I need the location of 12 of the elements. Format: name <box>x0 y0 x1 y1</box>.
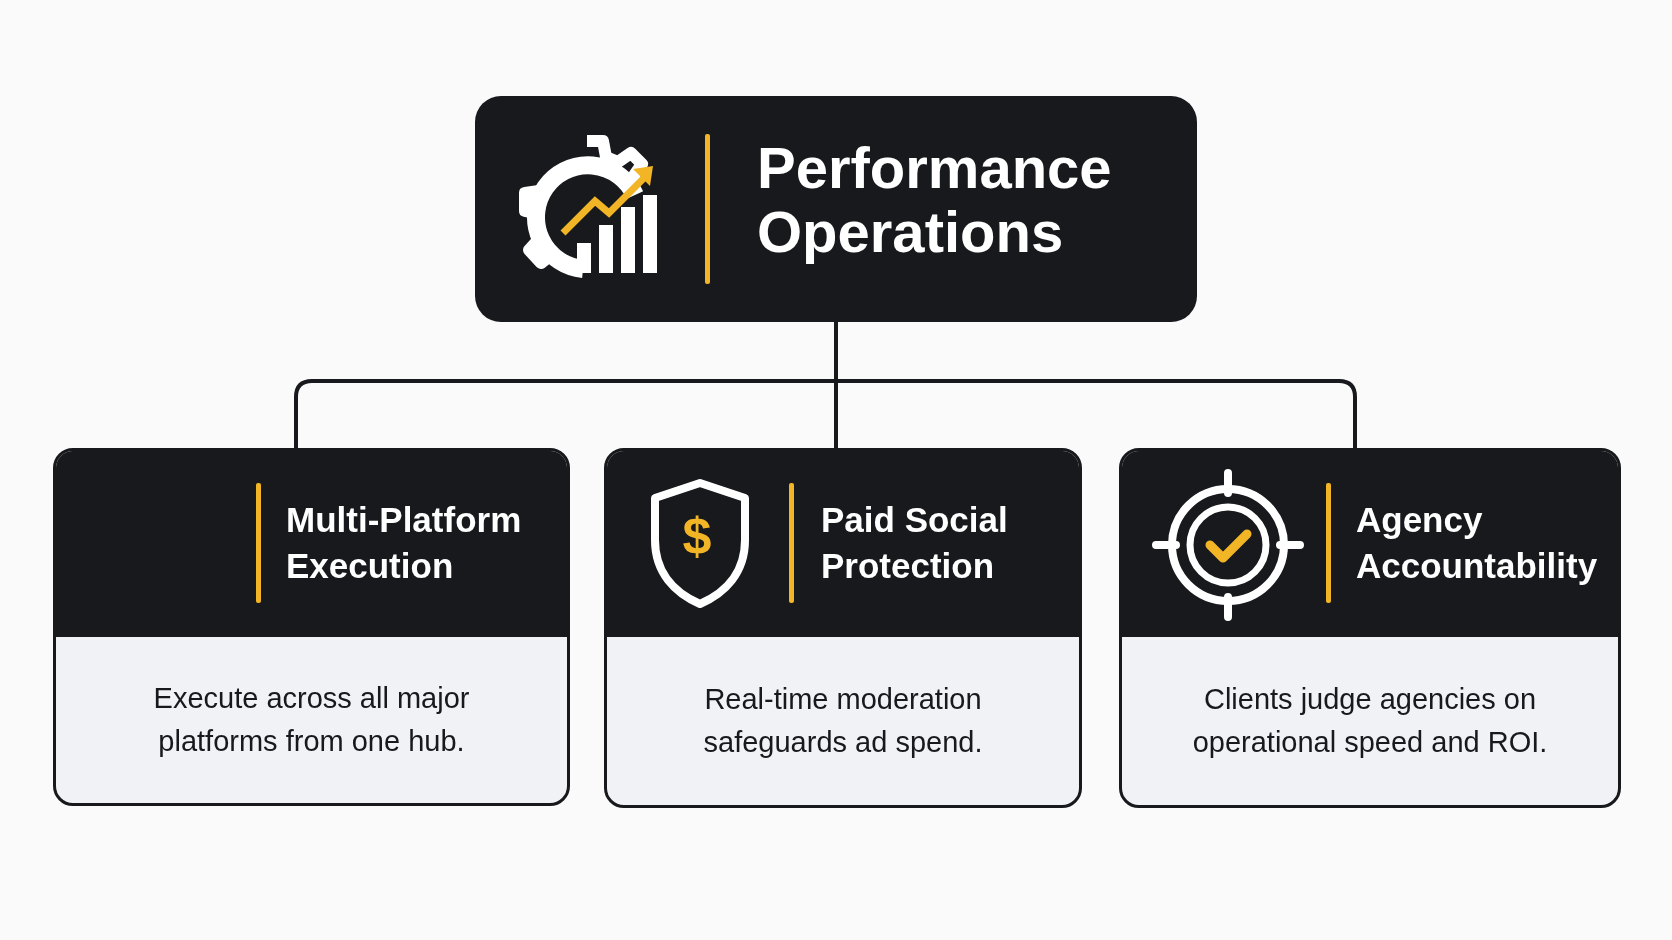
category-card <box>53 448 570 806</box>
header-box <box>475 96 1197 322</box>
category-card <box>604 448 1082 808</box>
title-text: Performance Operations <box>757 136 1113 264</box>
description-text: Execute across all major platforms from one hub. <box>152 681 471 759</box>
title-text: Agency Accountability <box>1356 499 1599 587</box>
description-text: Clients judge agencies on operational speed and ROI. <box>1192 682 1548 760</box>
title-text: Paid Social Protection <box>821 499 1009 587</box>
title-text: Multi-Platform Execution <box>286 499 523 587</box>
category-card <box>1119 448 1621 808</box>
dollar-sign: $ <box>681 510 713 562</box>
description-text: Real-time moderation safeguards ad spend. <box>702 682 984 760</box>
